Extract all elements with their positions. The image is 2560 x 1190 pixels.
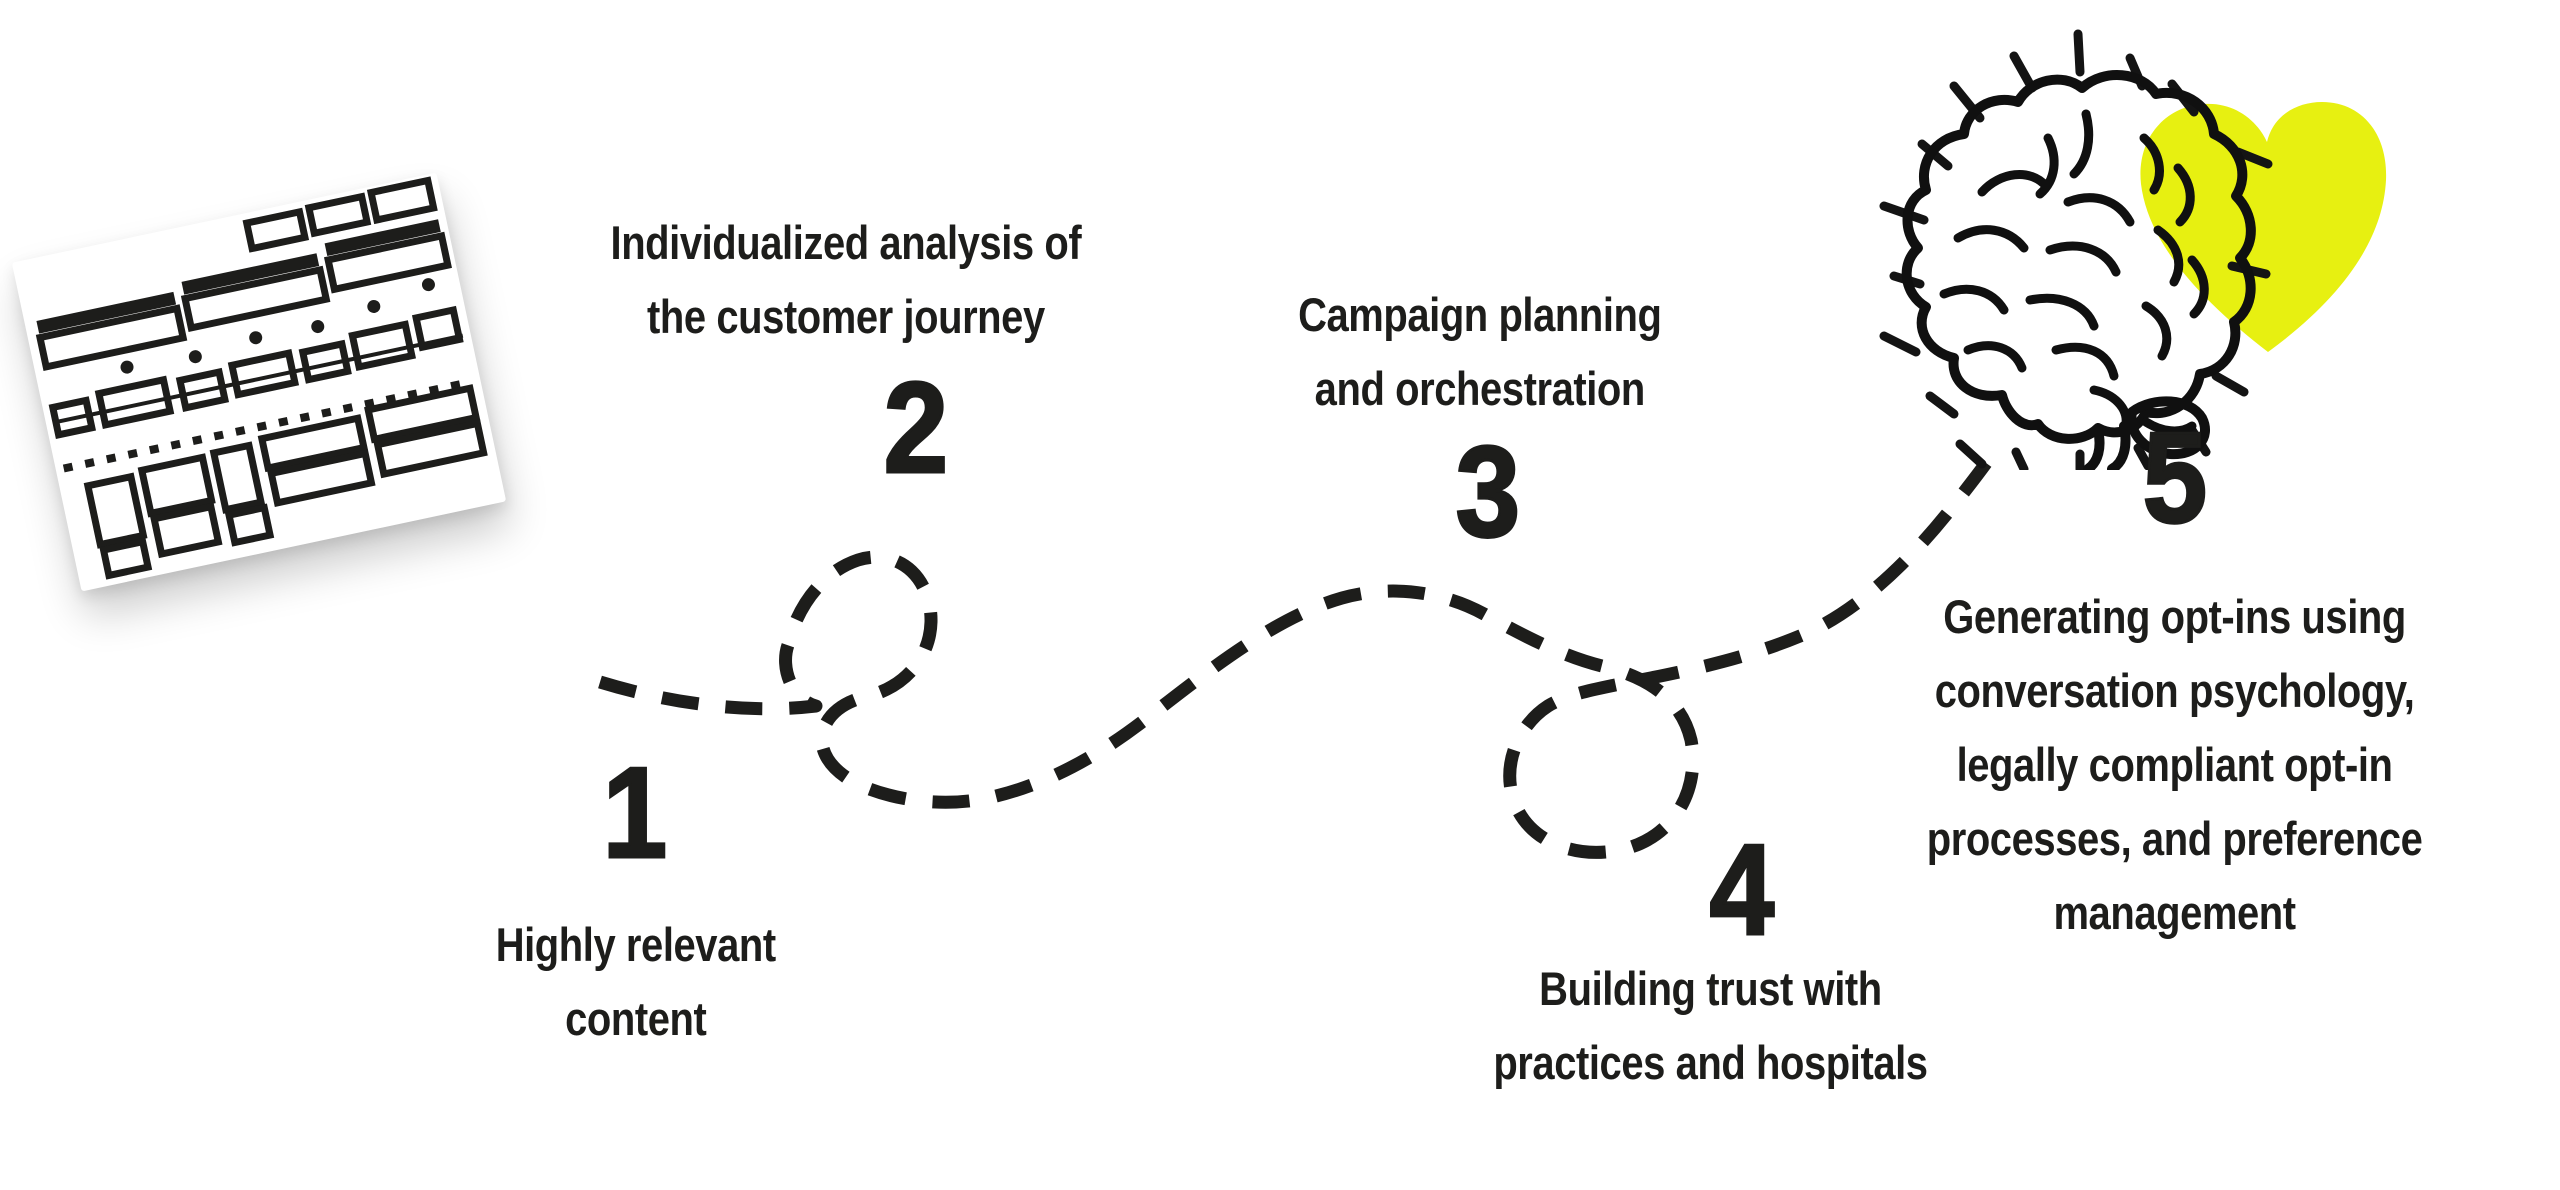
step-number-5: 5 (2075, 406, 2275, 550)
journey-map-sketch-icon (11, 172, 507, 592)
step-label-5: Generating opt-ins using conversation ps… (1875, 580, 2475, 950)
step-number-4-text: 4 (1708, 818, 1775, 962)
step-number-3: 3 (1388, 420, 1588, 564)
step-label-5-text: Generating opt-ins using conversation ps… (1927, 590, 2423, 939)
step-label-4-text: Building trust with practices and hospit… (1492, 962, 1928, 1089)
step-label-3-text: Campaign planning and orchestration (1298, 288, 1662, 415)
step-label-4: Building trust with practices and hospit… (1410, 952, 2010, 1100)
brain-icon (1901, 70, 2256, 470)
step-label-2: Individualized analysis of the customer … (546, 206, 1146, 354)
step-number-2: 2 (816, 356, 1016, 500)
step-number-5-text: 5 (2141, 406, 2208, 550)
brain-heart-illustration (1879, 29, 2387, 470)
heart-icon (2140, 102, 2387, 352)
step-label-1-text: Highly relevant content (495, 918, 777, 1045)
step-number-4: 4 (1642, 818, 1842, 962)
step-label-3: Campaign planning and orchestration (1180, 278, 1780, 426)
step-number-1-text: 1 (601, 741, 668, 885)
step-label-1: Highly relevant content (336, 908, 936, 1056)
step-label-2-text: Individualized analysis of the customer … (610, 216, 1082, 343)
step-number-1: 1 (535, 741, 735, 885)
step-number-2-text: 2 (882, 356, 949, 500)
step-number-3-text: 3 (1454, 420, 1521, 564)
brain-folds-icon (1939, 109, 2209, 436)
